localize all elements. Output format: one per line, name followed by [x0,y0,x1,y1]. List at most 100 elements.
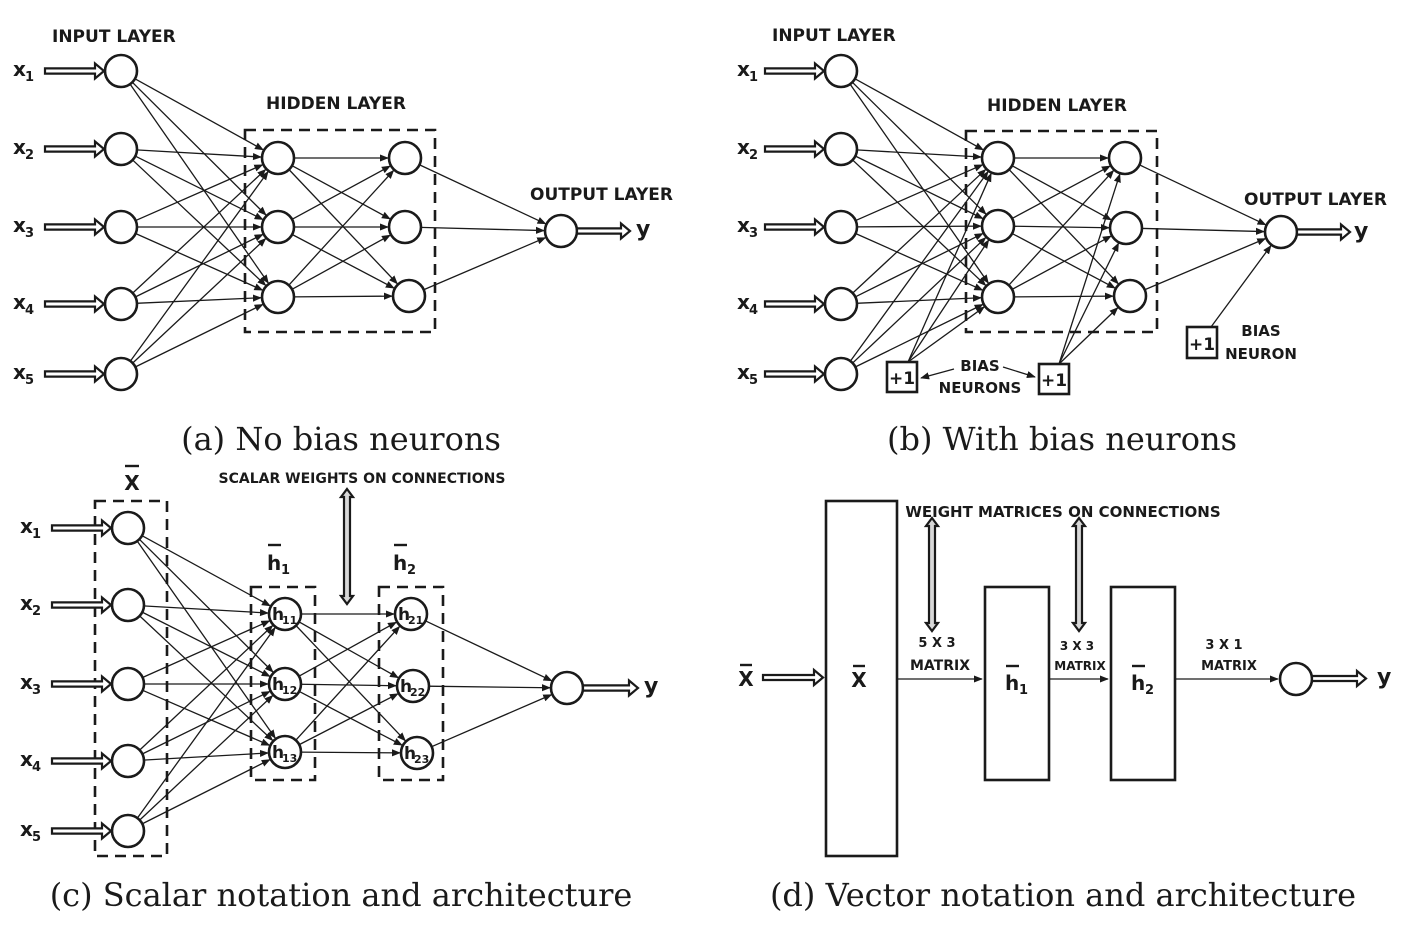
input-variable-subscript: 2 [32,604,41,619]
input-variable-subscript: 5 [749,373,758,388]
connection [142,605,269,617]
input-variable-subscript: 4 [25,303,34,318]
connection [299,682,397,690]
input-variable-label: x [13,360,26,384]
bias-neuron-label: NEURON [1225,345,1297,363]
input-arrow [763,139,826,159]
input-neuron [823,286,859,322]
output-arrow [575,221,632,241]
bias-connection [907,306,985,363]
input-variable-label: x [20,747,33,771]
caption-d: (d) Vector notation and architecture [770,876,1356,914]
input-layer-label: INPUT LAYER [772,26,896,46]
matrix-2-label: MATRIX [1054,659,1106,673]
double-headed-arrow [1070,516,1088,633]
h1-vector-label: h 1 [267,543,290,578]
h2-vector-block [1109,585,1177,782]
input-neuron [103,356,139,392]
input-variable-label: x [13,213,26,237]
connections [136,534,553,825]
input-neuron [823,356,859,392]
input-variable-label: x [737,290,750,314]
connection [855,222,982,230]
matrix-1-dims: 5 X 3 [918,636,955,651]
hidden-neuron [395,668,431,704]
connection [418,163,547,225]
connection [854,155,984,220]
svg-text:X: X [124,471,140,495]
input-arrow [43,217,106,237]
connection [1007,169,1115,287]
output-neuron [549,670,585,706]
input-arrow [43,61,106,81]
h1-vector-block [983,585,1051,782]
connection [1143,238,1267,291]
input-variable-subscript: 5 [32,830,41,845]
x-vector-block [824,499,899,858]
connection [140,534,271,607]
panel-c: SCALAR WEIGHTS ON CONNECTIONS X h 1 h 2 … [20,464,658,914]
input-neuron [110,666,146,702]
hidden-layer-2-box [377,585,445,782]
bias-neuron-1: +1 [885,360,919,394]
input-neuron [103,286,139,322]
caption-c: (c) Scalar notation and architecture [50,876,633,914]
output-label: y [1377,665,1391,690]
input-variable-label: x [20,670,33,694]
connection [419,226,545,234]
connection [129,171,269,363]
connection [849,171,989,363]
input-neuron [110,510,146,546]
input-neuron [110,743,146,779]
connection [854,232,984,291]
input-arrow [43,364,106,384]
input-variable-label: x [737,135,750,159]
matrix-1-label: MATRIX [910,658,970,674]
input-arrow [763,61,826,81]
input-variable-subscript: 1 [32,527,41,542]
input-variable-label: x [737,213,750,237]
output-neuron [543,213,579,249]
connection [849,82,989,284]
svg-text:h: h [1005,671,1019,695]
input-variable-subscript: 3 [749,226,758,241]
connection [134,232,264,291]
output-label: y [1354,219,1368,244]
matrix-3-label: MATRIX [1201,659,1257,674]
h2-vector-label: h 2 [393,543,416,578]
input-variable-label: x [13,57,26,81]
input-variable-label: x [13,135,26,159]
neuron-label-subscript: 12 [282,684,297,697]
connection [290,234,391,291]
neuron-label: h [404,744,416,764]
neuron-label-subscript: 13 [282,752,297,765]
input-variable-label: x [737,57,750,81]
h2-block-label: h 2 [1131,664,1154,698]
h1-block-label: h 1 [1005,664,1028,698]
input-neuron [103,53,139,89]
connection [141,759,271,825]
input-arrow [50,518,113,538]
weight-matrices-annotation: WEIGHT MATRICES ON CONNECTIONS [905,503,1220,521]
connection [133,77,264,151]
input-arrow [43,139,106,159]
neuron-label-subscript: 11 [282,614,297,627]
connection [1010,232,1116,289]
input-neuron [823,53,859,89]
input-variable-label: x [20,817,33,841]
hidden-neuron [1107,140,1143,176]
hidden-layer-box [964,129,1159,334]
svg-text:+1: +1 [1189,335,1215,355]
input-neuron [110,587,146,623]
input-neuron [823,209,859,245]
svg-text:X: X [738,667,754,691]
connections [129,77,547,368]
hidden-neuron [980,208,1016,244]
output-arrow [581,678,640,698]
svg-text:h: h [267,551,281,575]
svg-text:X: X [851,668,867,692]
connection [131,81,267,216]
caption-a: (a) No bias neurons [181,420,501,458]
